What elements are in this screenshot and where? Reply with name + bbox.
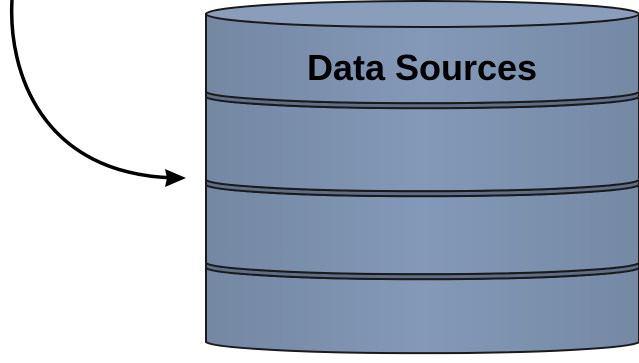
database-layer-4 [205, 260, 639, 355]
database-layer-2 [205, 89, 639, 193]
database-layer-3 [205, 177, 639, 276]
database-cylinder: Data Sources [205, 0, 639, 355]
database-top-cap [205, 0, 639, 28]
curved-arrow [9, 0, 186, 187]
database-title: Data Sources [307, 47, 537, 88]
arrow-head-icon [165, 169, 186, 187]
arrow-shaft [9, 0, 177, 180]
database-layer-1 [205, 0, 639, 105]
